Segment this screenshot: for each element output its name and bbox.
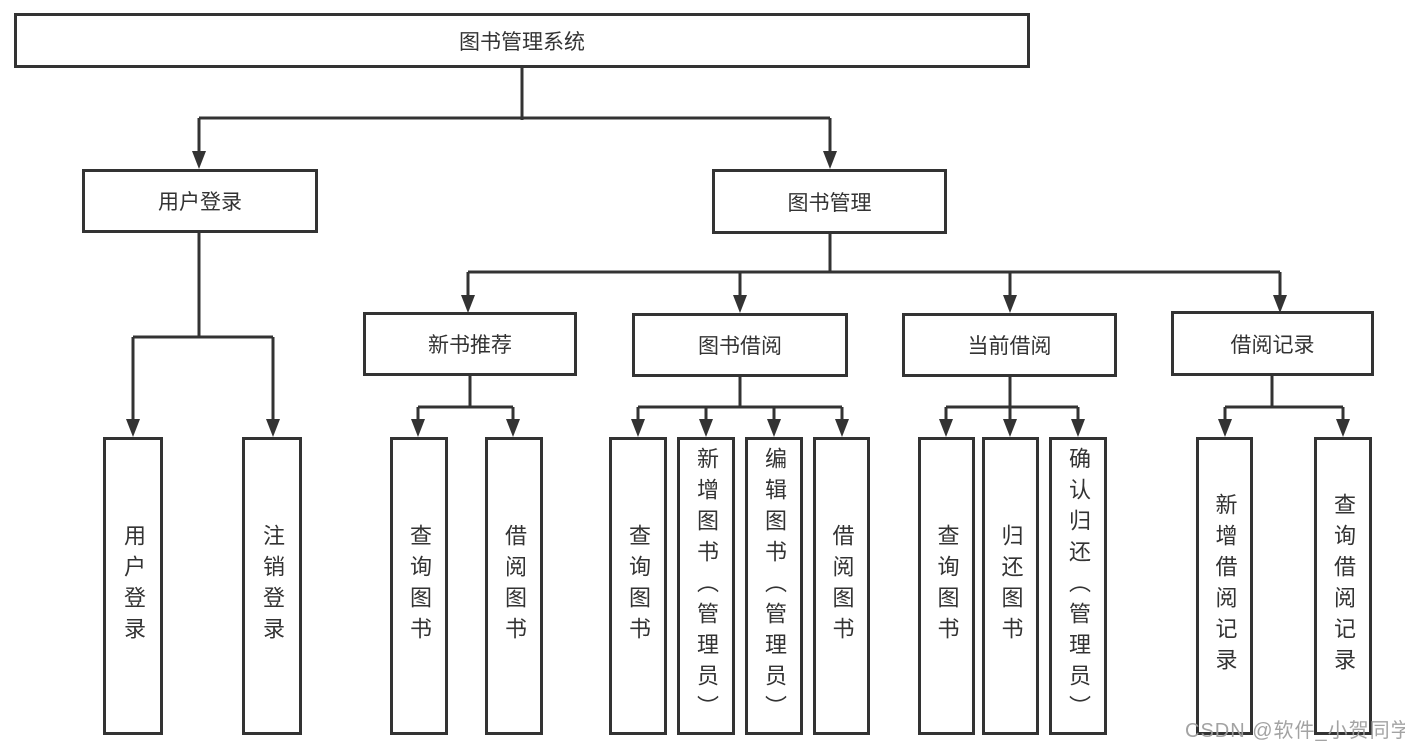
leaf-borrow-add-books-admin: 新增图书（管理员） [677, 437, 735, 735]
node-user-login-label: 用户登录 [158, 191, 242, 214]
leaf-current-confirm-return-admin: 确认归还（管理员） [1049, 437, 1107, 735]
leaf-borrow-add-books-admin-label: 新增图书（管理员） [694, 446, 719, 726]
leaf-records-query-record: 查询借阅记录 [1314, 437, 1372, 735]
watermark-text: CSDN @软件_小贺同学 [1185, 720, 1405, 742]
node-borrow-records: 借阅记录 [1171, 311, 1374, 376]
leaf-current-query-books-label: 查询图书 [934, 524, 960, 648]
leaf-recommend-borrow-books: 借阅图书 [485, 437, 543, 735]
leaf-borrow-query-books-label: 查询图书 [626, 524, 651, 648]
leaf-logout: 注销登录 [242, 437, 302, 735]
leaf-recommend-borrow-books-label: 借阅图书 [502, 524, 527, 648]
leaf-borrow-edit-books-admin-label: 编辑图书（管理员） [762, 446, 787, 726]
leaf-user-login: 用户登录 [103, 437, 163, 735]
node-user-login: 用户登录 [82, 169, 318, 233]
node-root: 图书管理系统 [14, 13, 1030, 68]
leaf-recommend-query-books-label: 查询图书 [407, 524, 432, 648]
node-book-borrow: 图书借阅 [632, 313, 848, 377]
node-current-borrow-label: 当前借阅 [967, 335, 1052, 358]
leaf-borrow-borrow-books: 借阅图书 [813, 437, 870, 735]
node-book-management-label: 图书管理 [787, 191, 872, 215]
leaf-records-query-record-label: 查询借阅记录 [1331, 493, 1356, 679]
leaf-borrow-borrow-books-label: 借阅图书 [829, 524, 855, 648]
node-book-borrow-label: 图书借阅 [698, 335, 782, 358]
leaf-current-query-books: 查询图书 [918, 437, 975, 735]
node-borrow-records-label: 借阅记录 [1230, 333, 1315, 357]
node-new-book-recommend-label: 新书推荐 [428, 334, 512, 357]
leaf-records-add-record-label: 新增借阅记录 [1212, 493, 1238, 679]
leaf-records-add-record: 新增借阅记录 [1196, 437, 1253, 735]
leaf-user-login-label: 用户登录 [121, 524, 146, 648]
leaf-current-return-books-label: 归还图书 [998, 524, 1024, 648]
node-new-book-recommend: 新书推荐 [363, 312, 577, 376]
node-book-management: 图书管理 [712, 169, 947, 234]
leaf-borrow-edit-books-admin: 编辑图书（管理员） [745, 437, 803, 735]
node-root-label: 图书管理系统 [459, 30, 585, 54]
node-current-borrow: 当前借阅 [902, 313, 1117, 377]
leaf-current-confirm-return-admin-label: 确认归还（管理员） [1066, 446, 1091, 726]
leaf-borrow-query-books: 查询图书 [609, 437, 667, 735]
leaf-logout-label: 注销登录 [260, 524, 285, 648]
leaf-recommend-query-books: 查询图书 [390, 437, 448, 735]
leaf-current-return-books: 归还图书 [982, 437, 1039, 735]
